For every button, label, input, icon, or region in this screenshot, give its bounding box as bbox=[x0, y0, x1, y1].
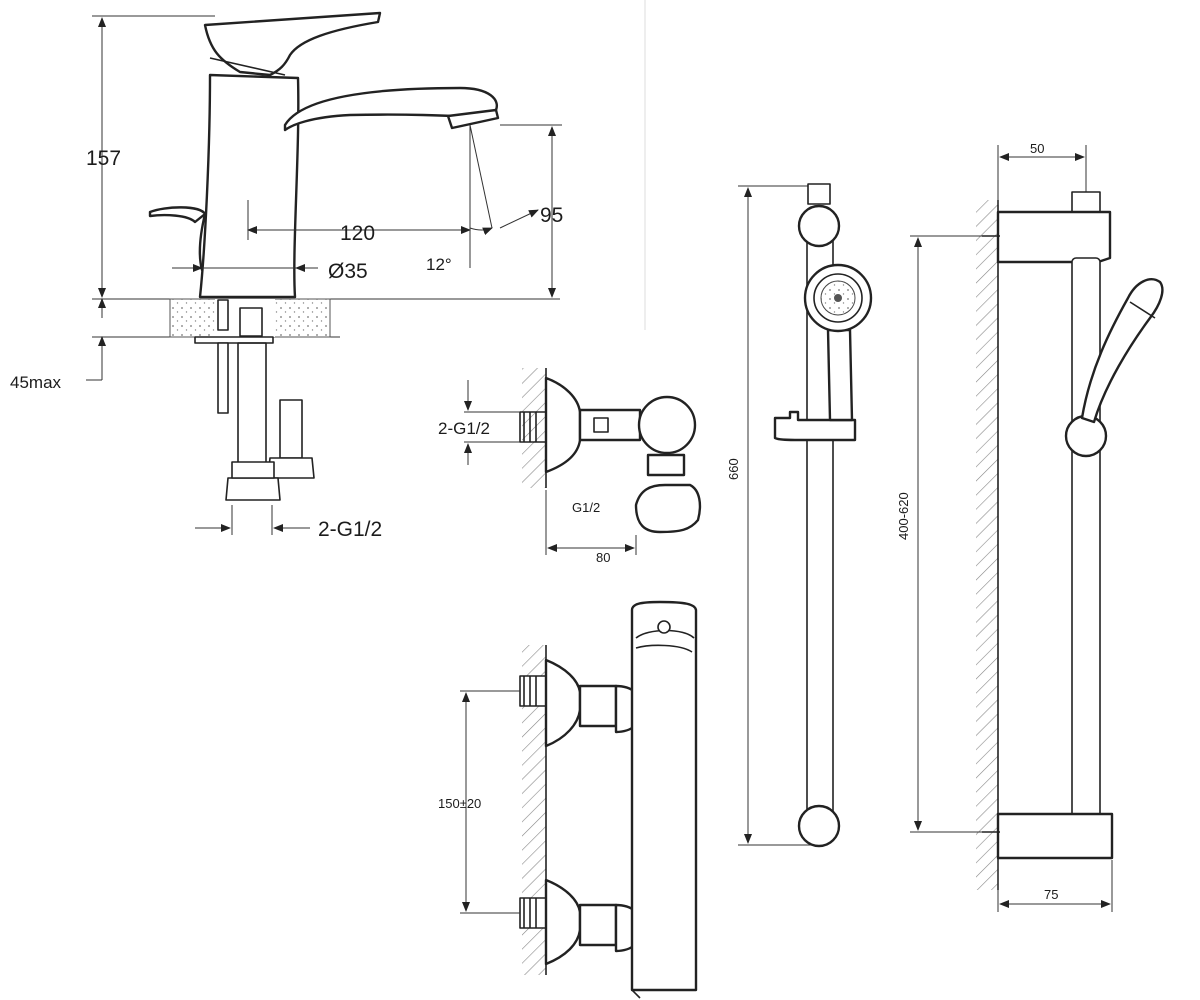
label-height: 157 bbox=[86, 147, 121, 170]
label-rail-length: 660 bbox=[726, 458, 741, 480]
outlet-nipple bbox=[646, 453, 686, 477]
shower-mixer-front-view: 150±20 bbox=[438, 600, 698, 999]
handset-side bbox=[1080, 278, 1164, 424]
hose-nut-1 bbox=[225, 477, 281, 501]
under-deck-fittings bbox=[194, 299, 315, 501]
label-deck-thickness: 45max bbox=[10, 373, 62, 392]
flex-hose-2 bbox=[279, 399, 303, 459]
dim-clearance-95: 95 bbox=[499, 124, 563, 298]
handle-joint bbox=[209, 57, 286, 76]
mixer-body bbox=[198, 73, 300, 299]
dim-deck-45max: 45max bbox=[10, 298, 106, 392]
label-reach: 120 bbox=[340, 222, 375, 245]
wall-hatch-side bbox=[522, 368, 546, 488]
wall-escutcheon bbox=[544, 376, 582, 474]
shower-rail-side-view: 50 400-620 75 bbox=[896, 141, 1164, 912]
dim-angle-12: 12° bbox=[426, 124, 493, 274]
rail-side-top-bracket bbox=[996, 210, 1112, 264]
label-inlet-spacing: 150±20 bbox=[438, 796, 481, 811]
rail-side-bottom-bracket bbox=[996, 812, 1114, 860]
thermostat-body bbox=[630, 600, 698, 992]
mixer-connector bbox=[578, 408, 642, 442]
shower-rail-front-view: 660 bbox=[726, 183, 873, 848]
mixer-bottom-outlet bbox=[634, 483, 702, 534]
body-screw bbox=[657, 620, 671, 634]
label-clearance: 95 bbox=[540, 204, 563, 227]
rail-side-tube bbox=[1071, 257, 1101, 819]
basin-mixer-view: 157 45max 120 bbox=[10, 11, 563, 541]
hose-nut-2 bbox=[267, 457, 315, 479]
flex-hose-1 bbox=[237, 342, 267, 464]
popup-lever bbox=[148, 206, 207, 224]
threaded-stud bbox=[217, 342, 229, 414]
dim-diameter-35: Ø35 bbox=[172, 260, 368, 283]
label-angle: 12° bbox=[426, 255, 452, 274]
label-top-offset: 50 bbox=[1030, 141, 1044, 156]
label-outlet-thread: G1/2 bbox=[572, 500, 600, 515]
handset-grip bbox=[826, 328, 854, 422]
dim-reach-120: 120 bbox=[247, 200, 471, 245]
dim-connections: 2-G1/2 bbox=[195, 505, 382, 541]
rail-slider bbox=[773, 410, 857, 442]
label-diameter: Ø35 bbox=[328, 260, 368, 283]
shower-mixer-side-view: 2-G1/2 G1/2 80 bbox=[438, 368, 702, 565]
mixer-knob-side bbox=[637, 395, 697, 455]
dim-height-157: 157 bbox=[86, 15, 215, 298]
rail-top-bracket bbox=[797, 204, 841, 248]
label-inlet-thread: 2-G1/2 bbox=[438, 419, 490, 438]
rail-bottom-bracket bbox=[797, 804, 841, 848]
escutcheon-upper bbox=[544, 658, 582, 748]
label-connections: 2-G1/2 bbox=[318, 518, 382, 541]
rail-side-slider bbox=[1064, 414, 1108, 458]
spout-aerator bbox=[446, 108, 500, 130]
label-bottom-offset: 75 bbox=[1044, 887, 1058, 902]
label-mount-spacing: 400-620 bbox=[896, 492, 911, 540]
mixer-handle bbox=[203, 11, 382, 77]
wall-hatch-rail bbox=[976, 200, 998, 890]
label-depth: 80 bbox=[596, 550, 610, 565]
escutcheon-lower bbox=[544, 878, 582, 966]
